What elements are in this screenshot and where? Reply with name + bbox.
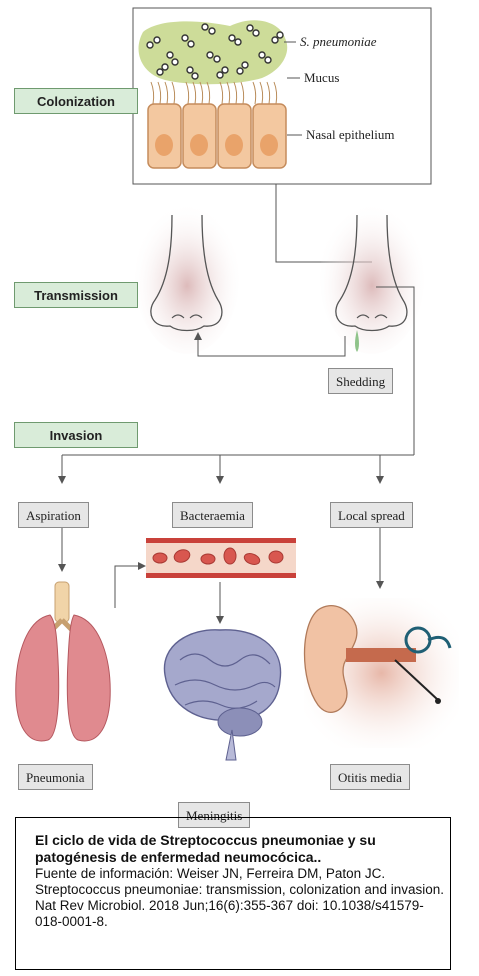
blood-vessel xyxy=(146,538,296,578)
label-aspiration: Aspiration xyxy=(18,502,89,528)
stage-transmission: Transmission xyxy=(14,282,138,308)
nose-right xyxy=(320,202,424,354)
callout-epithelium: Nasal epithelium xyxy=(306,127,394,143)
ear xyxy=(304,598,459,748)
stage-invasion: Invasion xyxy=(14,422,138,448)
lungs xyxy=(16,582,110,741)
label-local-spread: Local spread xyxy=(330,502,413,528)
life-cycle-diagram xyxy=(0,0,479,820)
colonization-panel xyxy=(133,8,431,184)
label-bacteraemia: Bacteraemia xyxy=(172,502,253,528)
caption-source-label: Fuente de información: xyxy=(35,866,173,881)
label-otitis-media: Otitis media xyxy=(330,764,410,790)
brain xyxy=(164,630,280,760)
callout-mucus: Mucus xyxy=(304,70,339,86)
nose-left xyxy=(135,202,239,354)
label-shedding: Shedding xyxy=(328,368,393,394)
stage-colonization: Colonization xyxy=(14,88,138,114)
callout-pathogen: S. pneumoniae xyxy=(300,34,377,50)
label-pneumonia: Pneumonia xyxy=(18,764,93,790)
caption-title: El ciclo de vida de Streptococcus pneumo… xyxy=(35,832,444,866)
figure-caption: El ciclo de vida de Streptococcus pneumo… xyxy=(15,817,451,970)
caption-source: Fuente de información: Weiser JN, Ferrei… xyxy=(35,866,444,930)
